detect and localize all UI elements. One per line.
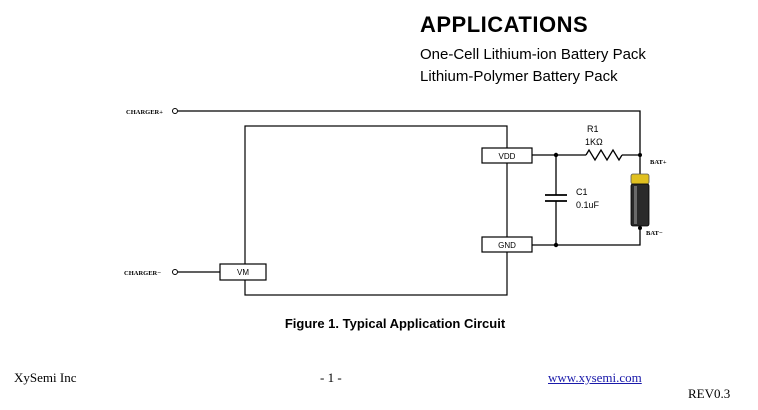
pin-gnd-label: GND <box>498 241 516 250</box>
applications-heading: APPLICATIONS <box>420 12 589 37</box>
charger-plus-wire <box>178 110 641 155</box>
pin-vm-label: VM <box>237 268 249 277</box>
c1-value: 0.1uF <box>576 200 600 210</box>
charger-minus-label: CHARGER− <box>124 270 161 277</box>
gnd-wire <box>532 228 641 246</box>
bat-plus-label: BAT+ <box>650 159 667 166</box>
footer-website-link[interactable]: www.xysemi.com <box>548 370 642 385</box>
footer-page-number: - 1 - <box>320 370 342 385</box>
pin-vdd-label: VDD <box>499 152 516 161</box>
application-item: Lithium-Polymer Battery Pack <box>420 68 618 85</box>
battery-highlight <box>634 186 637 224</box>
ic-outline <box>244 125 508 296</box>
charger-plus-label: CHARGER+ <box>126 109 163 116</box>
bat-minus-label: BAT− <box>646 230 663 237</box>
junction-dot <box>638 226 642 230</box>
charger-plus-terminal <box>172 108 178 114</box>
battery-body <box>630 183 650 227</box>
footer-revision: REV0.3 <box>688 386 731 401</box>
battery-cap <box>630 173 650 185</box>
r1-name: R1 <box>587 124 599 134</box>
pin-vm <box>219 263 267 281</box>
footer-company: XySemi Inc <box>14 370 77 385</box>
c1-name: C1 <box>576 187 588 197</box>
charger-minus-terminal <box>172 269 178 275</box>
application-item: One-Cell Lithium-ion Battery Pack <box>420 46 646 63</box>
resistor-r1 <box>585 148 623 162</box>
figure-caption: Figure 1. Typical Application Circuit <box>284 316 506 331</box>
r1-value: 1KΩ <box>585 137 603 147</box>
